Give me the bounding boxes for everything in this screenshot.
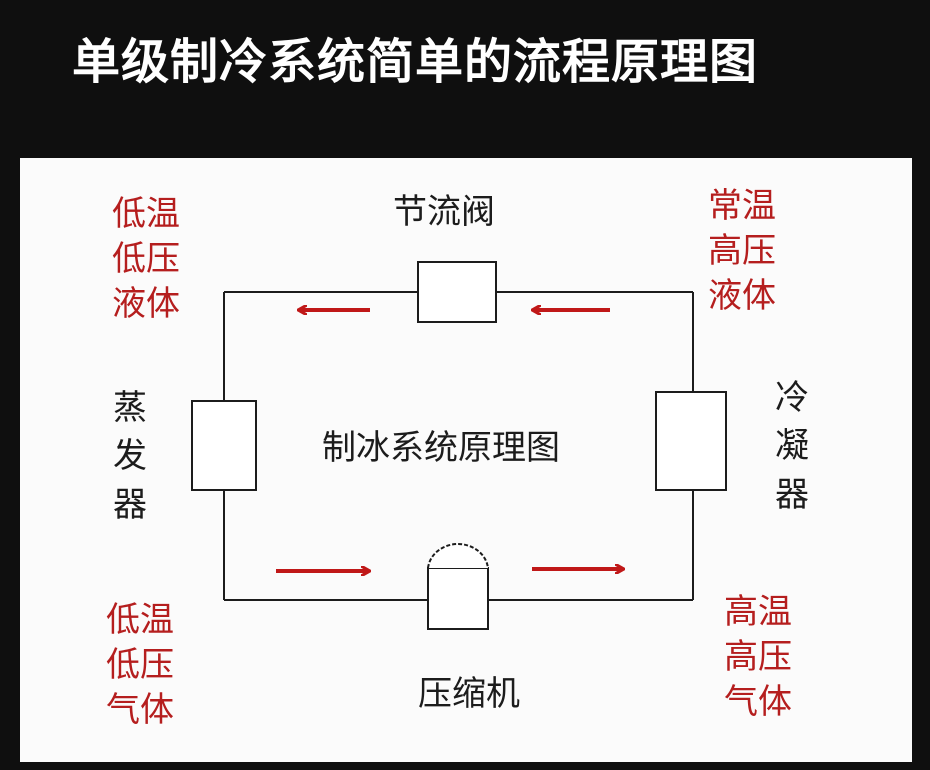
page-title: 单级制冷系统简单的流程原理图 [72,34,759,90]
state-top-left-line-3: 液体 [112,283,180,324]
state-top-left-line-1: 低温 [112,194,180,234]
state-bottom-left-line-2: 低压 [106,644,174,685]
state-top-right-line-3: 液体 [708,275,776,316]
condenser-box [655,391,727,491]
state-bottom-right-line-2: 高压 [724,636,792,677]
state-bottom-left-line-1: 低温 [106,600,174,640]
state-bottom-left: 低温 低压 气体 [106,598,174,733]
compressor-shape [427,542,489,630]
throttle-valve-box [417,261,497,323]
refrigeration-loop-diagram [191,261,727,630]
compressor-label: 压缩机 [418,674,520,714]
center-diagram-label: 制冰系统原理图 [322,428,560,468]
state-top-right: 常温 高压 液体 [708,184,776,319]
throttle-valve-label: 节流阀 [393,192,495,232]
state-top-right-line-2: 高压 [708,230,776,271]
state-top-right-line-1: 常温 [708,186,776,226]
state-bottom-right-line-3: 气体 [724,681,792,722]
state-bottom-right-line-1: 高温 [724,592,792,632]
evaporator-label: 蒸发器 [113,388,147,525]
state-bottom-left-line-3: 气体 [106,689,174,730]
state-top-left: 低温 低压 液体 [112,192,180,327]
evaporator-box [191,400,257,491]
circuit-pipe [223,291,694,601]
state-bottom-right: 高温 高压 气体 [724,590,792,725]
condenser-label: 冷凝器 [775,378,809,515]
diagram-panel: 节流阀 压缩机 蒸发器 冷凝器 制冰系统原理图 低温 低压 液体 常温 高压 液… [20,158,912,762]
state-top-left-line-2: 低压 [112,238,180,279]
